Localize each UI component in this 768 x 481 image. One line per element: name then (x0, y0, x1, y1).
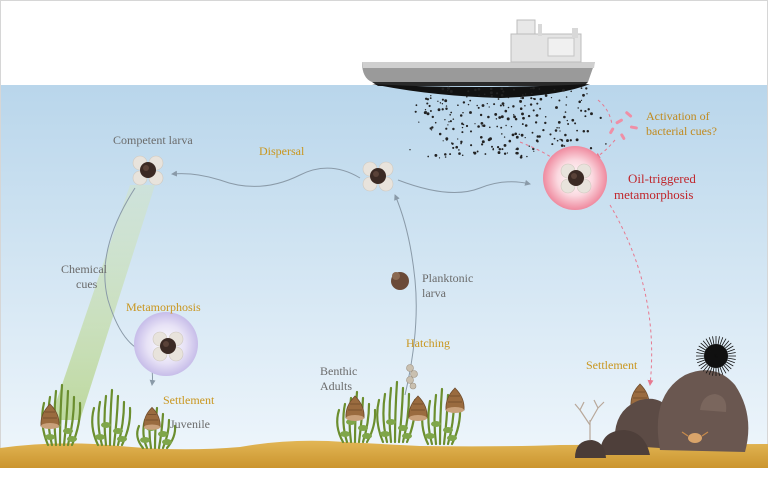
rock-cluster (575, 370, 749, 458)
label-activation: Activation of (646, 109, 710, 123)
ship-icon (362, 19, 595, 86)
arrow-hatching-to-larva (394, 194, 417, 396)
sea-urchin-icon (696, 336, 736, 376)
label-settlement-right: Settlement (586, 358, 638, 372)
arrow-to-bacteria (597, 99, 613, 126)
label-adults: Adults (320, 379, 353, 393)
arrow-to-oil-larva (397, 179, 531, 193)
metamorphosis-larva-icon (152, 331, 184, 362)
label-planktonic: Planktonic (422, 271, 474, 285)
snails (40, 383, 650, 430)
chemical-cue-beam (50, 185, 155, 420)
label-juvenile: Juvenile (170, 417, 210, 431)
label-oil-triggered: Oil-triggered (628, 171, 696, 186)
label-oil-metamorphosis: metamorphosis (614, 187, 694, 202)
egg-cluster-icon (406, 364, 418, 390)
competent-larva-icon (132, 155, 164, 186)
seafloor-sand (0, 440, 768, 470)
label-metamorphosis: Metamorphosis (126, 300, 201, 314)
label-bacterial-cues: bacterial cues? (646, 124, 717, 138)
label-competent-larva: Competent larva (113, 133, 193, 147)
dispersal-arrow (171, 167, 361, 187)
oil-slick (372, 84, 590, 98)
crab-icon (681, 431, 709, 443)
bottom-margin (0, 468, 768, 481)
planktonic-larva-icon (391, 272, 409, 290)
label-chemical: Chemical (61, 262, 107, 276)
dispersal-larva-icon (362, 161, 394, 192)
coral-icon (574, 399, 605, 440)
label-cues: cues (76, 277, 98, 291)
bacteria-icons (609, 111, 638, 140)
label-hatching: Hatching (406, 336, 450, 350)
label-larva: larva (422, 286, 446, 300)
label-settlement-left: Settlement (163, 393, 215, 407)
label-dispersal: Dispersal (259, 144, 305, 158)
oil-triggered-larva-icon (560, 163, 592, 194)
label-benthic: Benthic (320, 364, 358, 378)
oil-droplets (409, 86, 607, 159)
